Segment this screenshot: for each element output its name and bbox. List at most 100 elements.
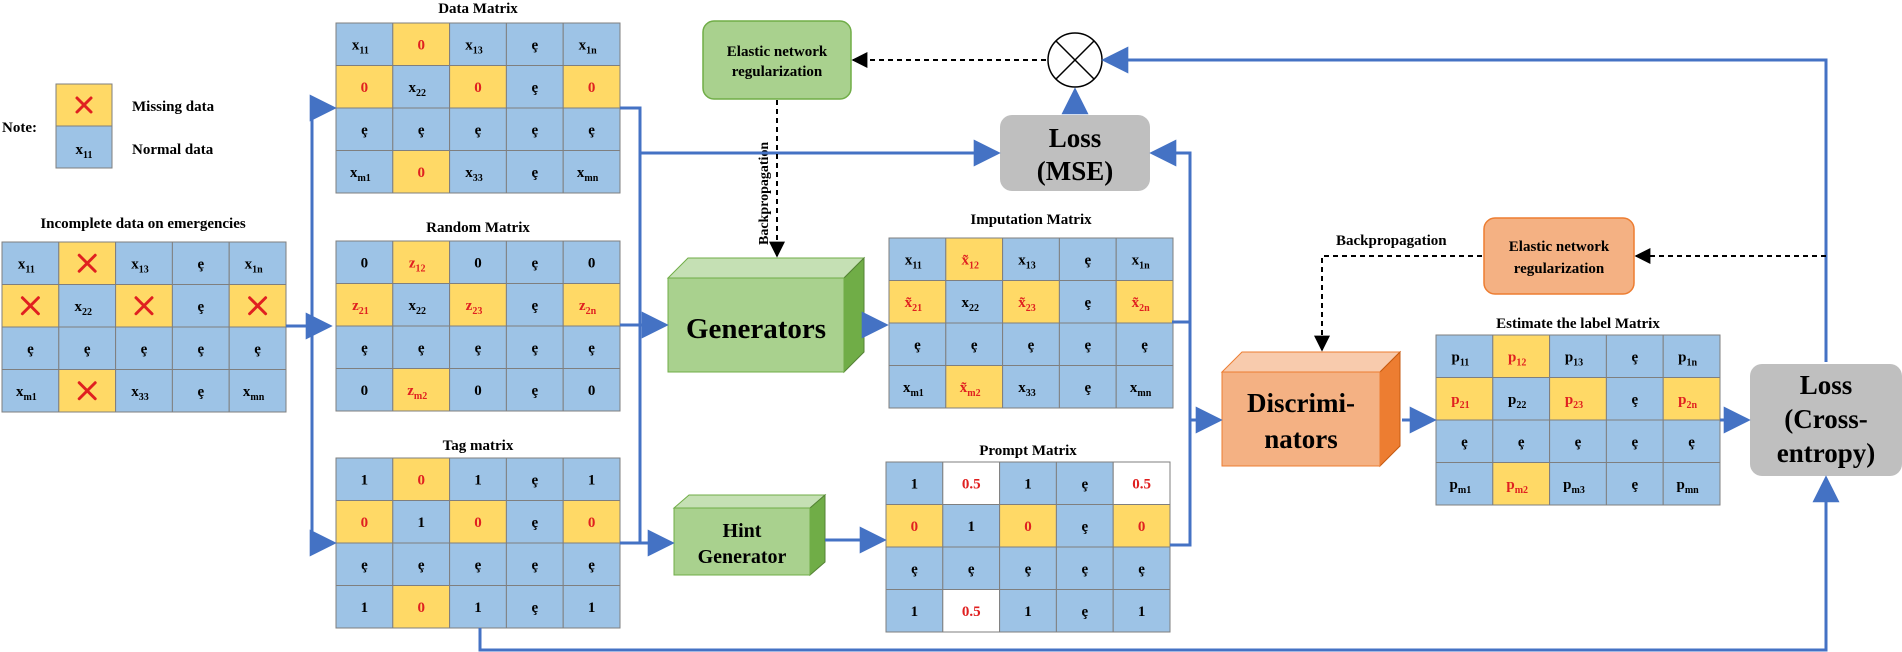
matrix-cell: p23 (1549, 377, 1607, 421)
matrix-cell: ȩ (1605, 334, 1664, 378)
cell-value: p12 (1508, 349, 1526, 368)
matrix-cell: ȩ (1662, 419, 1721, 463)
matrix-cell: 0.5 (942, 589, 1001, 633)
matrix-cell: xm1 (1, 369, 60, 413)
matrix-cell: x22 (392, 283, 451, 327)
matrix-cell: 1 (335, 457, 394, 501)
cell-value: 0 (588, 515, 596, 531)
matrix-cell: ȩ (1002, 322, 1060, 366)
data-flow-arrows (286, 46, 1840, 652)
cell-value: ȩ (914, 337, 921, 353)
cell-value: 1 (474, 600, 482, 616)
cell-value: ȩ (531, 255, 538, 271)
matrix-title: Incomplete data on emergencies (40, 216, 246, 232)
cell-value: 0 (361, 383, 369, 399)
cell-value: xm1 (903, 380, 924, 399)
missing-x-icon (77, 253, 97, 273)
cell-value: ȩ (531, 122, 538, 138)
matrix-cell: p11 (1435, 334, 1494, 378)
cell-value: xmn (243, 384, 265, 403)
backprop-horizontal-label: Backpropagation (1336, 233, 1447, 249)
cell-value: z21 (352, 298, 369, 317)
matrix-cell: p21 (1435, 377, 1494, 421)
cell-value: ȩ (197, 256, 204, 272)
matrix-cell: 0 (562, 65, 621, 109)
cell-value: xm1 (16, 384, 37, 403)
matrix-cell: pm3 (1549, 462, 1607, 506)
matrix-cell: ȩ (1435, 419, 1494, 463)
cell-value: ȩ (197, 299, 204, 315)
missing-x-icon (20, 296, 40, 316)
matrix-cell: x11 (888, 237, 947, 281)
discriminators-box: Discrimi- nators (1220, 350, 1402, 468)
cell-value: x11 (352, 37, 369, 56)
matrix-cell: ȩ (392, 542, 451, 586)
cell-value: x33 (1018, 380, 1036, 399)
cell-value: ȩ (968, 561, 975, 577)
matrix-cell: ȩ (505, 22, 564, 66)
cell-value: p11 (1452, 349, 1470, 368)
matrix-cell: ȩ (1492, 419, 1551, 463)
cell-value: pmn (1676, 477, 1699, 496)
matrix-cell: ȩ (505, 368, 564, 412)
cell-value: pm3 (1563, 477, 1585, 496)
cell-value: 1 (417, 515, 425, 531)
matrix-cell: ȩ (1058, 237, 1117, 281)
discriminators-line2: nators (1264, 424, 1338, 454)
cell-value: 1 (361, 472, 369, 488)
matrix-cell: 1 (999, 461, 1057, 505)
cell-value: x̃21 (905, 295, 923, 314)
cell-value: ȩ (531, 472, 538, 488)
cell-value: xmn (1130, 380, 1152, 399)
matrix-cell: p12 (1492, 334, 1551, 378)
matrix-cell: x̃2n (1115, 280, 1174, 324)
elastic-net-right-box: Elastic network regularization (1483, 217, 1635, 295)
cell-value: ȩ (971, 337, 978, 353)
matrix-cell: 0 (562, 500, 621, 544)
cell-value: x22 (408, 80, 426, 99)
cell-value: ȩ (418, 557, 425, 573)
matrix-cell: x33 (1002, 365, 1060, 409)
loss-ce-line3: entropy) (1777, 438, 1876, 468)
cell-value: 0 (474, 80, 482, 96)
cell-value: ȩ (588, 557, 595, 573)
matrix-cell: ȩ (1605, 462, 1664, 506)
cell-value: ȩ (1141, 337, 1148, 353)
matrix-cell: ȩ (228, 326, 287, 370)
cell-value: 0 (1024, 519, 1032, 535)
matrix-cell: ȩ (1115, 322, 1174, 366)
cell-value: ȩ (1081, 604, 1088, 620)
legend-missing-label: Missing data (132, 99, 215, 115)
matrix-cell: x13 (449, 22, 507, 66)
elastic-net-top-box: Elastic network regularization (702, 20, 852, 100)
matrix-cell: ȩ (115, 326, 173, 370)
matrix-cell: ȩ (562, 107, 621, 151)
cell-value: ȩ (84, 341, 91, 357)
matrix-cell: x22 (58, 284, 117, 328)
matrix-cell: ȩ (1055, 461, 1114, 505)
cell-value: 0 (474, 383, 482, 399)
matrix-cell: ȩ (505, 107, 564, 151)
cell-value: ȩ (588, 340, 595, 356)
hint-generator-box: Hint Generator (672, 493, 827, 577)
missing-x-icon (75, 96, 93, 114)
cell-value: 0.5 (1132, 476, 1151, 492)
matrix-cell: ȩ (171, 284, 230, 328)
cell-value: ȩ (197, 341, 204, 357)
matrix-cell: ȩ (1, 326, 60, 370)
matrix-title: Data Matrix (438, 1, 518, 17)
matrix-cell: ȩ (1605, 377, 1664, 421)
cell-value: ȩ (1518, 434, 1525, 450)
cell-value: ȩ (531, 383, 538, 399)
matrix-cell: ȩ (885, 546, 944, 590)
matrix-cell: x13 (1002, 237, 1060, 281)
matrix-cell: ȩ (449, 325, 507, 369)
matrix-cell: ȩ (562, 542, 621, 586)
matrix-cell (115, 284, 173, 328)
cell-value: 0.5 (962, 604, 981, 620)
cell-value: x̃m2 (960, 380, 981, 399)
